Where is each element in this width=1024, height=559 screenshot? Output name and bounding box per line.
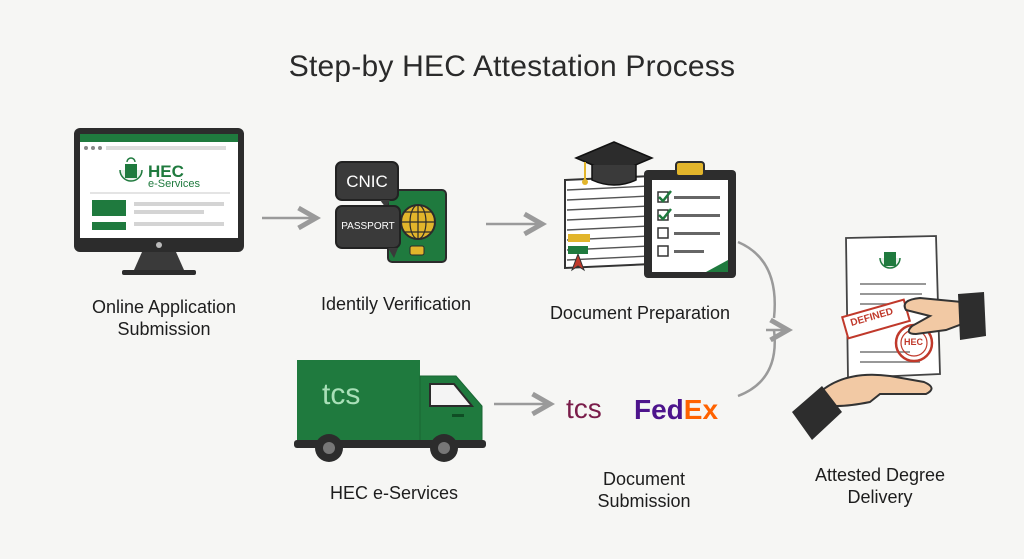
step-online-application-label: Online Application Submission [64, 296, 264, 340]
graduation-cap-icon [574, 141, 654, 186]
fedex-logo: FedEx [634, 394, 718, 426]
step-identity-verification-label: Identily Verification [320, 294, 472, 314]
attested-certificate-icon [840, 235, 941, 379]
tcs-logo: tcs [566, 393, 602, 424]
monitor-screen-title: HEC [148, 162, 184, 181]
document-stack-icon [564, 174, 653, 272]
flow-arrows [262, 218, 788, 404]
step-attested-delivery-line2: Delivery [847, 487, 913, 507]
giving-hand-icon [903, 292, 986, 340]
fedex-logo-ex: Ex [683, 394, 719, 425]
step-attested-delivery-line1: Attested Degree [814, 465, 946, 485]
receiving-hand-icon [792, 373, 933, 440]
stamp-hec: HEC [904, 337, 924, 347]
monitor-screen-subtitle: e-Services [148, 178, 200, 190]
cnic-label: CNIC [346, 172, 388, 191]
certificate-emblem-icon [879, 252, 901, 269]
cnic-card-icon [335, 161, 401, 258]
step-document-submission-line2: Submission [597, 491, 691, 511]
monitor-icon [74, 128, 244, 275]
passport-label: PASSPORT [341, 221, 395, 232]
fedex-logo-fed: Fed [634, 394, 684, 425]
step-document-submission-line1: Document [602, 469, 686, 489]
step-document-preparation-label: Document Preparation [549, 303, 731, 323]
truck-logo: tcs [322, 378, 361, 411]
step-document-submission-label: Document Submission [544, 468, 744, 512]
page-title: Step-by HEC Attestation Process [288, 50, 736, 83]
clipboard-checklist-icon [644, 161, 736, 278]
hec-emblem-icon [119, 157, 143, 182]
step-online-application-line2: Submission [117, 319, 211, 339]
step-online-application-line1: Online Application [91, 297, 237, 317]
step-attested-delivery-label: Attested Degree Delivery [780, 464, 980, 508]
delivery-truck-icon [294, 360, 486, 462]
arrow-preparation-curve [737, 240, 776, 319]
step-hec-eservices-label: HEC e-Services [329, 483, 459, 503]
arrow-submission-curve [737, 329, 776, 398]
